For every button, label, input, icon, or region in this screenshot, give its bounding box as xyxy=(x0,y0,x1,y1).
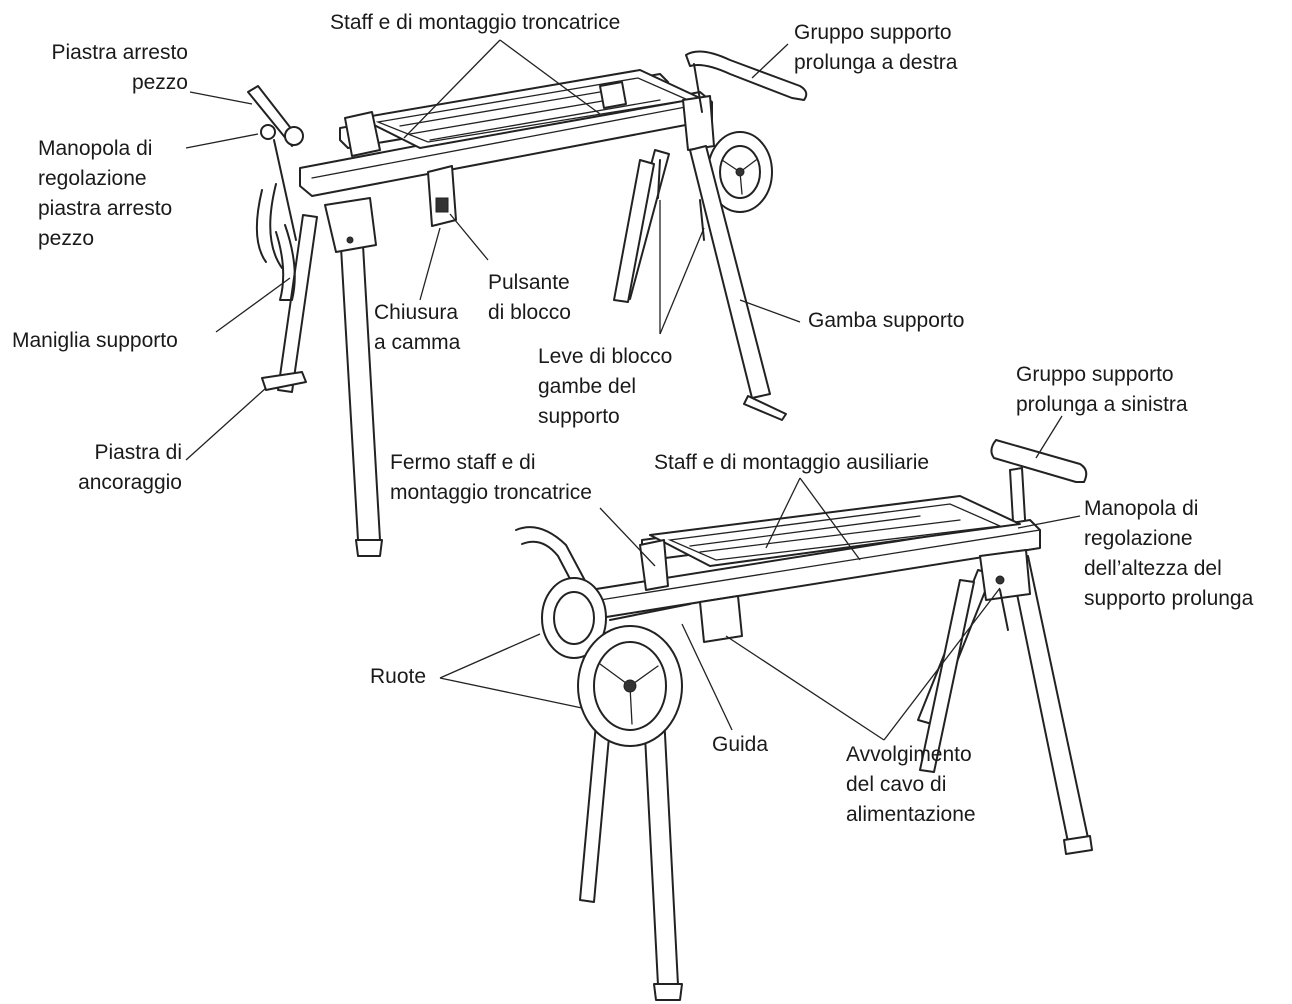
label-pulsante-blocco: Pulsante di blocco xyxy=(488,271,571,324)
lower-cord-wrap-rear xyxy=(979,549,1031,601)
label-avvolgimento-cavo: Avvolgimento del cavo di alimentazione xyxy=(846,743,976,826)
label-manopola-arresto: Manopola di regolazione piastra arresto … xyxy=(38,137,173,250)
upper-right-leg xyxy=(689,145,771,399)
lower-left-handle xyxy=(515,526,591,599)
label-gamba-supporto: Gamba supporto xyxy=(808,309,965,332)
lower-rear-wheel xyxy=(541,577,607,659)
label-ruote: Ruote xyxy=(370,665,427,688)
lower-back-right-leg xyxy=(1009,555,1089,843)
upper-right-extension xyxy=(685,50,808,101)
upper-bracket-left xyxy=(344,111,381,157)
label-piastra-arresto: Piastra arresto pezzo xyxy=(51,41,188,94)
upper-bracket-rear xyxy=(682,95,715,151)
upper-lock-lever-1 xyxy=(657,159,661,199)
label-guida: Guida xyxy=(712,733,769,756)
lower-left-extension xyxy=(990,439,1088,483)
lower-tray xyxy=(649,495,1021,567)
upper-handle xyxy=(255,183,283,269)
upper-stand xyxy=(247,50,808,557)
label-gruppo-destra: Gruppo supporto prolunga a destra xyxy=(794,21,958,74)
leader-lines xyxy=(185,39,1081,741)
upper-front-left-leg xyxy=(339,227,381,541)
lower-right-leg xyxy=(919,579,975,773)
label-maniglia-supporto: Maniglia supporto xyxy=(12,329,178,352)
label-manopola-altezza: Manopola di regolazione dell’altezza del… xyxy=(1084,497,1254,610)
label-piastra-ancoraggio: Piastra di ancoraggio xyxy=(78,441,182,494)
upper-bracket-right xyxy=(599,81,627,109)
label-leve-blocco: Leve di blocco gambe del supporto xyxy=(538,345,673,428)
lower-height-knob xyxy=(999,589,1009,631)
label-gruppo-sinistra: Gruppo supporto prolunga a sinistra xyxy=(1016,363,1188,416)
label-staffe-ausiliarie: Staff e di montaggio ausiliarie xyxy=(654,451,930,474)
lower-stand xyxy=(515,439,1093,1001)
upper-hinge-plate xyxy=(324,197,377,253)
upper-anchor-plate xyxy=(261,371,307,391)
upper-right-front-leg xyxy=(613,159,655,303)
upper-cam-lock-box xyxy=(427,165,457,227)
upper-lock-lever-2 xyxy=(699,199,705,241)
label-chiusura-camma: Chiusura a camma xyxy=(374,301,461,354)
label-fermo-staffe: Fermo staff e di montaggio troncatrice xyxy=(390,451,592,504)
label-staffe-troncatrice: Staff e di montaggio troncatrice xyxy=(330,11,621,34)
upper-back-left-leg xyxy=(277,214,318,393)
lower-cord-wrap-front xyxy=(699,595,743,643)
lower-guide xyxy=(609,603,691,621)
